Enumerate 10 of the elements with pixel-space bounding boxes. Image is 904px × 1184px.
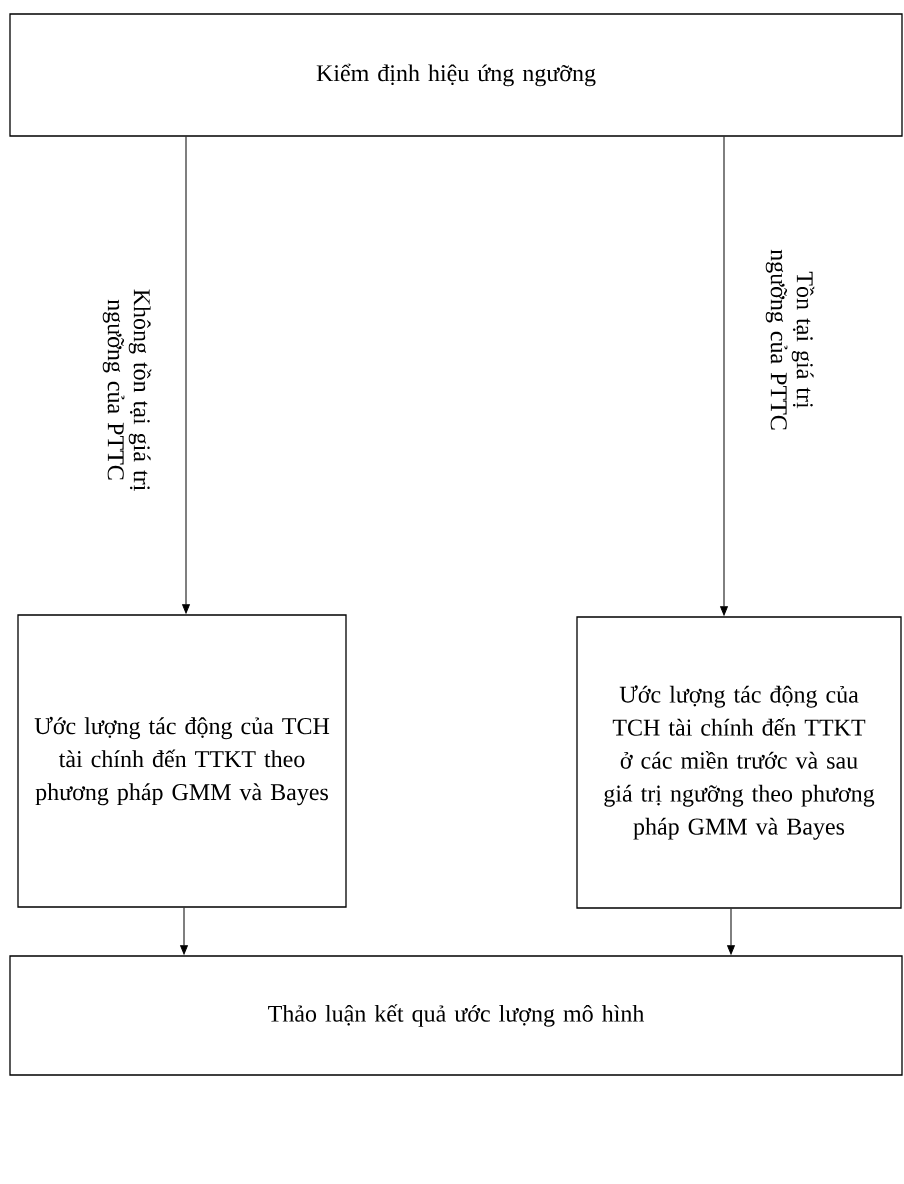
process-box: Ước lượng tác động của TCH tài chính đến TTKT theo phương pháp GMM và Bayes [17,614,347,908]
process-box: Ước lượng tác động của TCH tài chính đến TTKT ở các miền trước và sau giá trị ngưỡng theo phương pháp GMM và Bayes [576,616,902,909]
edge-label: Không tồn tại giá trị ngưỡng của PTTC [102,289,152,491]
arrow [727,908,735,955]
arrow [720,136,728,616]
process-box: Thảo luận kết quả ước lượng mô hình [9,955,903,1076]
process-box: Kiểm định hiệu ứng ngưỡng [9,13,903,137]
arrow [182,136,190,614]
arrow [180,907,188,955]
edge-label: Tồn tại giá trị ngưỡng của PTTC [765,249,815,430]
